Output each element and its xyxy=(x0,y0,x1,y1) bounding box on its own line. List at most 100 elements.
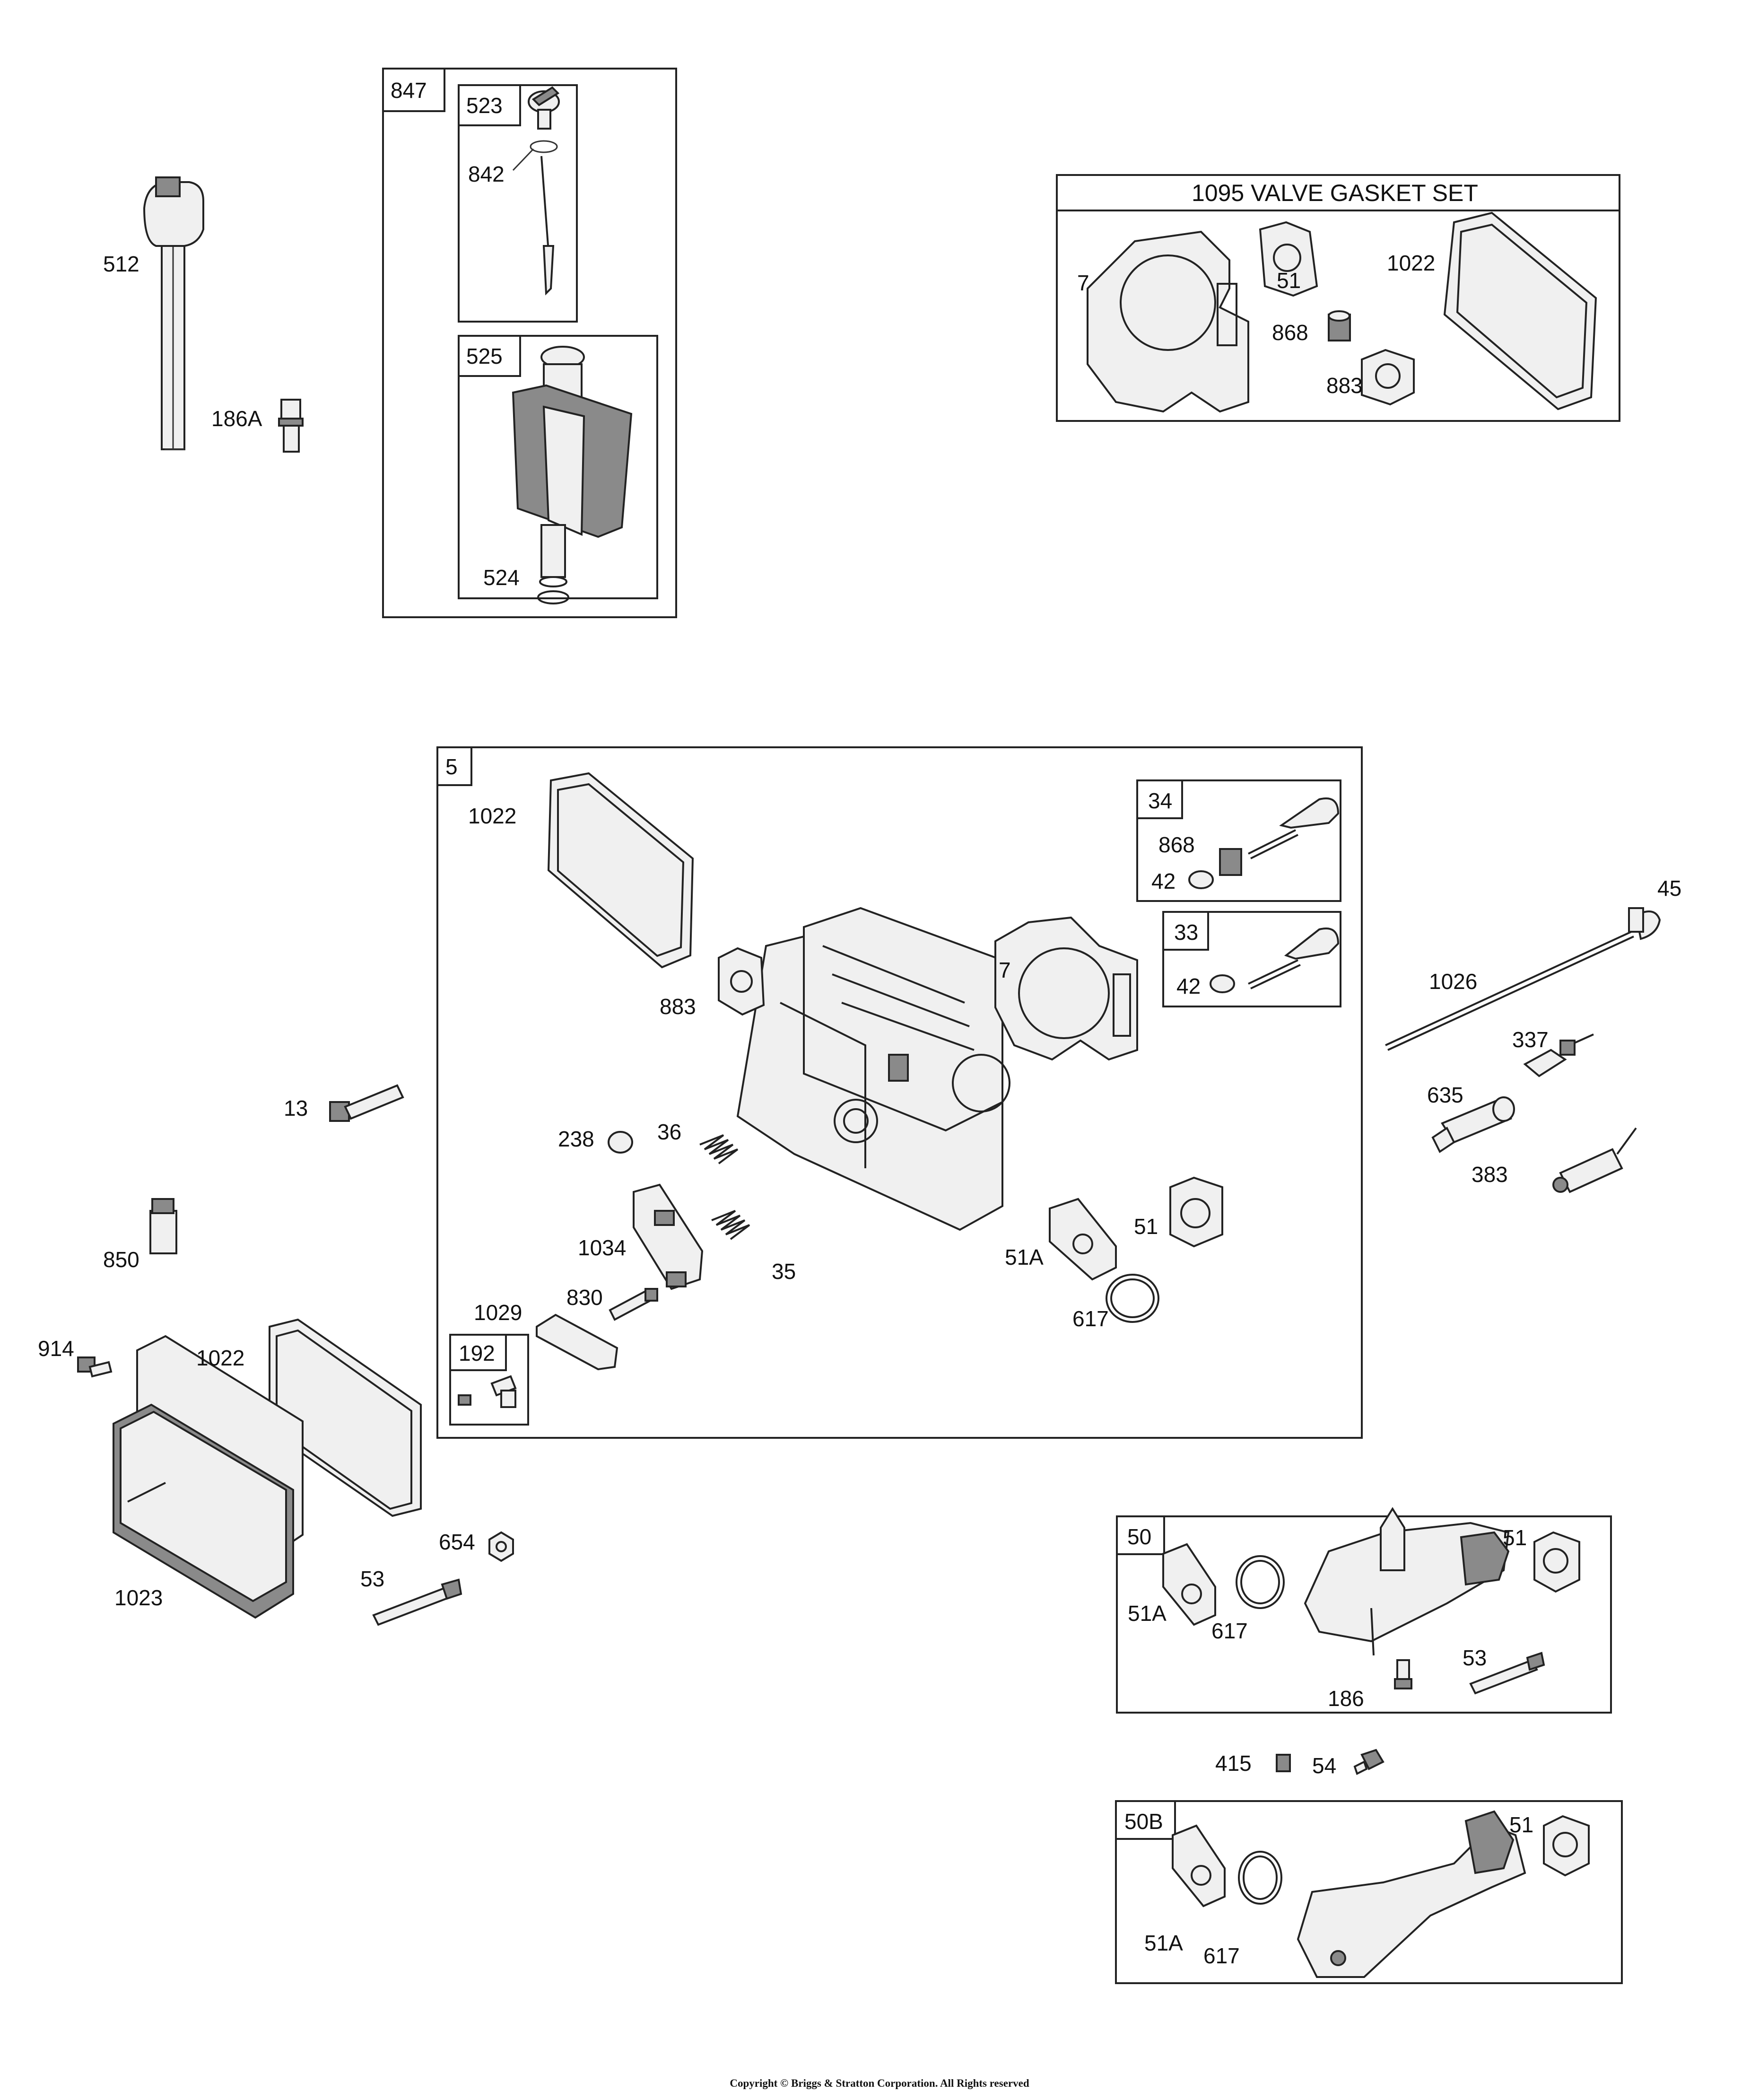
callout-868-34: 868 xyxy=(1158,832,1195,857)
callout-51a-50: 51A xyxy=(1128,1601,1167,1626)
intake-valve-34 xyxy=(1188,797,1340,889)
callout-238: 238 xyxy=(558,1127,594,1151)
callout-337: 337 xyxy=(1512,1027,1549,1052)
terminal-383 xyxy=(1552,1127,1637,1193)
callout-868-set: 868 xyxy=(1272,320,1308,345)
callout-51-set: 51 xyxy=(1277,268,1301,293)
callout-1026: 1026 xyxy=(1429,969,1478,994)
cylinder-head xyxy=(736,907,1010,1231)
callout-42-34: 42 xyxy=(1151,869,1176,893)
callout-186: 186 xyxy=(1328,1686,1364,1711)
callout-914: 914 xyxy=(38,1336,74,1361)
connector-635 xyxy=(1431,1096,1515,1153)
group-label-525: 525 xyxy=(466,344,503,368)
group-label-50b: 50B xyxy=(1124,1809,1163,1834)
callout-7-head: 7 xyxy=(999,958,1011,982)
callout-883-head: 883 xyxy=(660,994,696,1019)
callout-1034: 1034 xyxy=(578,1235,627,1260)
gasket-51a-50 xyxy=(1162,1543,1216,1626)
spring-36 xyxy=(699,1134,739,1164)
callout-53-left: 53 xyxy=(360,1566,385,1591)
valve-cover-gasket-1022 xyxy=(547,772,694,969)
callout-1022-left: 1022 xyxy=(196,1346,245,1370)
group-34-frame xyxy=(1136,779,1341,902)
callout-512: 512 xyxy=(103,252,139,276)
intake-manifold-50 xyxy=(1304,1507,1510,1656)
callout-383: 383 xyxy=(1472,1162,1508,1187)
head-gasket-7 xyxy=(1087,230,1249,413)
head-gasket-7-main xyxy=(994,916,1138,1061)
valve-cover-1023 xyxy=(113,1335,304,1619)
callout-830: 830 xyxy=(566,1285,603,1310)
fitting-186 xyxy=(1394,1659,1412,1689)
plate-1034 xyxy=(633,1183,704,1290)
callout-51-50: 51 xyxy=(1503,1525,1527,1550)
gasket-51a-main xyxy=(1049,1198,1117,1281)
callout-1022-set: 1022 xyxy=(1387,251,1436,275)
callout-7-set: 7 xyxy=(1077,271,1089,295)
gasket-51 xyxy=(1259,221,1318,297)
group-50B-frame xyxy=(1115,1800,1623,1984)
dipstick-523 xyxy=(512,86,560,296)
plug-238 xyxy=(608,1131,633,1154)
bolt-13 xyxy=(329,1084,404,1122)
callout-186a: 186A xyxy=(211,406,262,431)
gasket-51-50 xyxy=(1533,1531,1580,1593)
valve-gasket-set-title: 1095 VALVE GASKET SET xyxy=(1192,180,1478,206)
stud-53-left xyxy=(372,1578,462,1626)
gasket-883 xyxy=(1361,349,1415,406)
callout-842: 842 xyxy=(468,162,505,186)
callout-35: 35 xyxy=(772,1259,796,1284)
gasket-51a-50b xyxy=(1172,1824,1226,1908)
fill-tube-525 xyxy=(512,346,633,604)
spring-35 xyxy=(711,1210,750,1240)
gasket-883-main xyxy=(718,947,765,1016)
group-523-frame xyxy=(458,84,578,323)
callout-45: 45 xyxy=(1657,876,1682,901)
screw-54 xyxy=(1353,1749,1385,1775)
push-rod-1026 xyxy=(1385,907,1661,1051)
stud-53-50 xyxy=(1469,1652,1545,1695)
sealant-tube-850 xyxy=(149,1198,177,1254)
group-label-33: 33 xyxy=(1174,920,1199,945)
callout-51a-head: 51A xyxy=(1005,1245,1044,1269)
valve-gasket-set-frame xyxy=(1056,174,1620,422)
callout-36: 36 xyxy=(657,1120,682,1144)
group-50-frame xyxy=(1116,1515,1612,1714)
callout-53-50: 53 xyxy=(1463,1645,1487,1670)
dipstick-tube-512 xyxy=(143,176,204,450)
exhaust-valve-33 xyxy=(1210,928,1340,993)
group-5-frame xyxy=(436,746,1363,1439)
callout-617-head: 617 xyxy=(1072,1306,1109,1331)
callout-1022-head: 1022 xyxy=(468,804,517,828)
group-33-frame xyxy=(1162,911,1341,1007)
oring-617-50 xyxy=(1236,1555,1285,1609)
callout-51-head: 51 xyxy=(1134,1214,1158,1239)
callout-635: 635 xyxy=(1427,1083,1463,1107)
parts-192 xyxy=(458,1375,517,1408)
stud-830 xyxy=(609,1288,658,1321)
valve-seal-868 xyxy=(1328,310,1351,341)
gasket-51-50b xyxy=(1543,1815,1590,1877)
group-label-5: 5 xyxy=(445,754,458,779)
group-525-frame xyxy=(458,335,658,599)
copyright-notice: Copyright © Briggs & Stratton Corporatio… xyxy=(730,2077,1029,2089)
group-847-frame xyxy=(382,68,677,618)
oring-617-50b xyxy=(1238,1851,1282,1905)
screw-914 xyxy=(77,1356,113,1378)
oring-617-main xyxy=(1106,1274,1159,1323)
group-label-34: 34 xyxy=(1148,788,1173,813)
rocker-1029 xyxy=(536,1313,618,1371)
callout-415: 415 xyxy=(1215,1751,1252,1776)
callout-524: 524 xyxy=(483,565,520,590)
callout-654: 654 xyxy=(439,1530,475,1554)
callout-850: 850 xyxy=(103,1247,139,1272)
gasket-51-main xyxy=(1169,1176,1223,1248)
group-label-192: 192 xyxy=(459,1341,495,1365)
callout-54: 54 xyxy=(1312,1753,1337,1778)
callout-1023: 1023 xyxy=(114,1585,163,1610)
plug-415 xyxy=(1276,1754,1291,1772)
group-label-50: 50 xyxy=(1127,1524,1152,1549)
